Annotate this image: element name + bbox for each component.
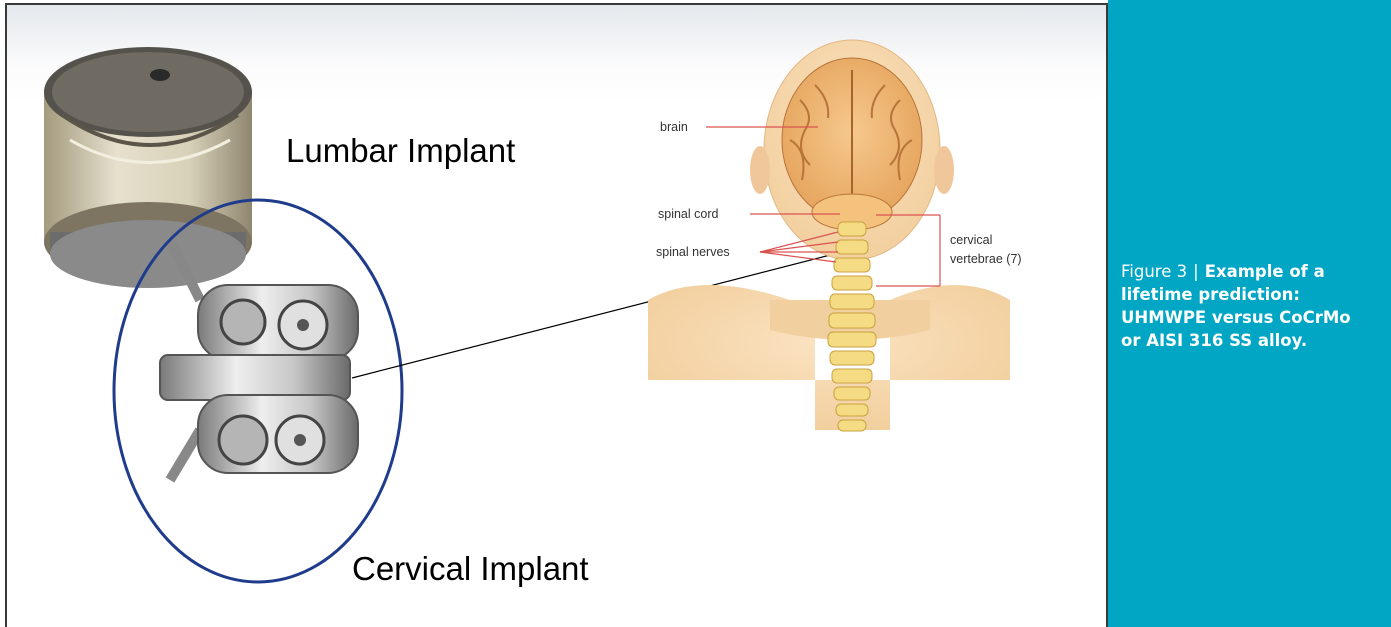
cervical-implant-image [160, 240, 358, 480]
anatomy-label-spinal-cord: spinal cord [658, 207, 718, 221]
caption-figure-label: Figure 3 [1121, 262, 1187, 281]
cervical-implant-label: Cervical Implant [352, 550, 589, 588]
lumbar-implant-image [44, 47, 252, 288]
lumbar-implant-label: Lumbar Implant [286, 132, 515, 170]
anatomy-label-cervical: cervical [950, 233, 992, 247]
figure-caption: Figure 3|Example of a lifetime predictio… [1121, 260, 1371, 352]
anatomy-label-spinal-nerves: spinal nerves [656, 245, 730, 259]
anatomy-label-vertebrae: vertebrae (7) [950, 252, 1022, 266]
anatomy-label-brain: brain [660, 120, 688, 134]
caption-separator: | [1187, 262, 1205, 281]
